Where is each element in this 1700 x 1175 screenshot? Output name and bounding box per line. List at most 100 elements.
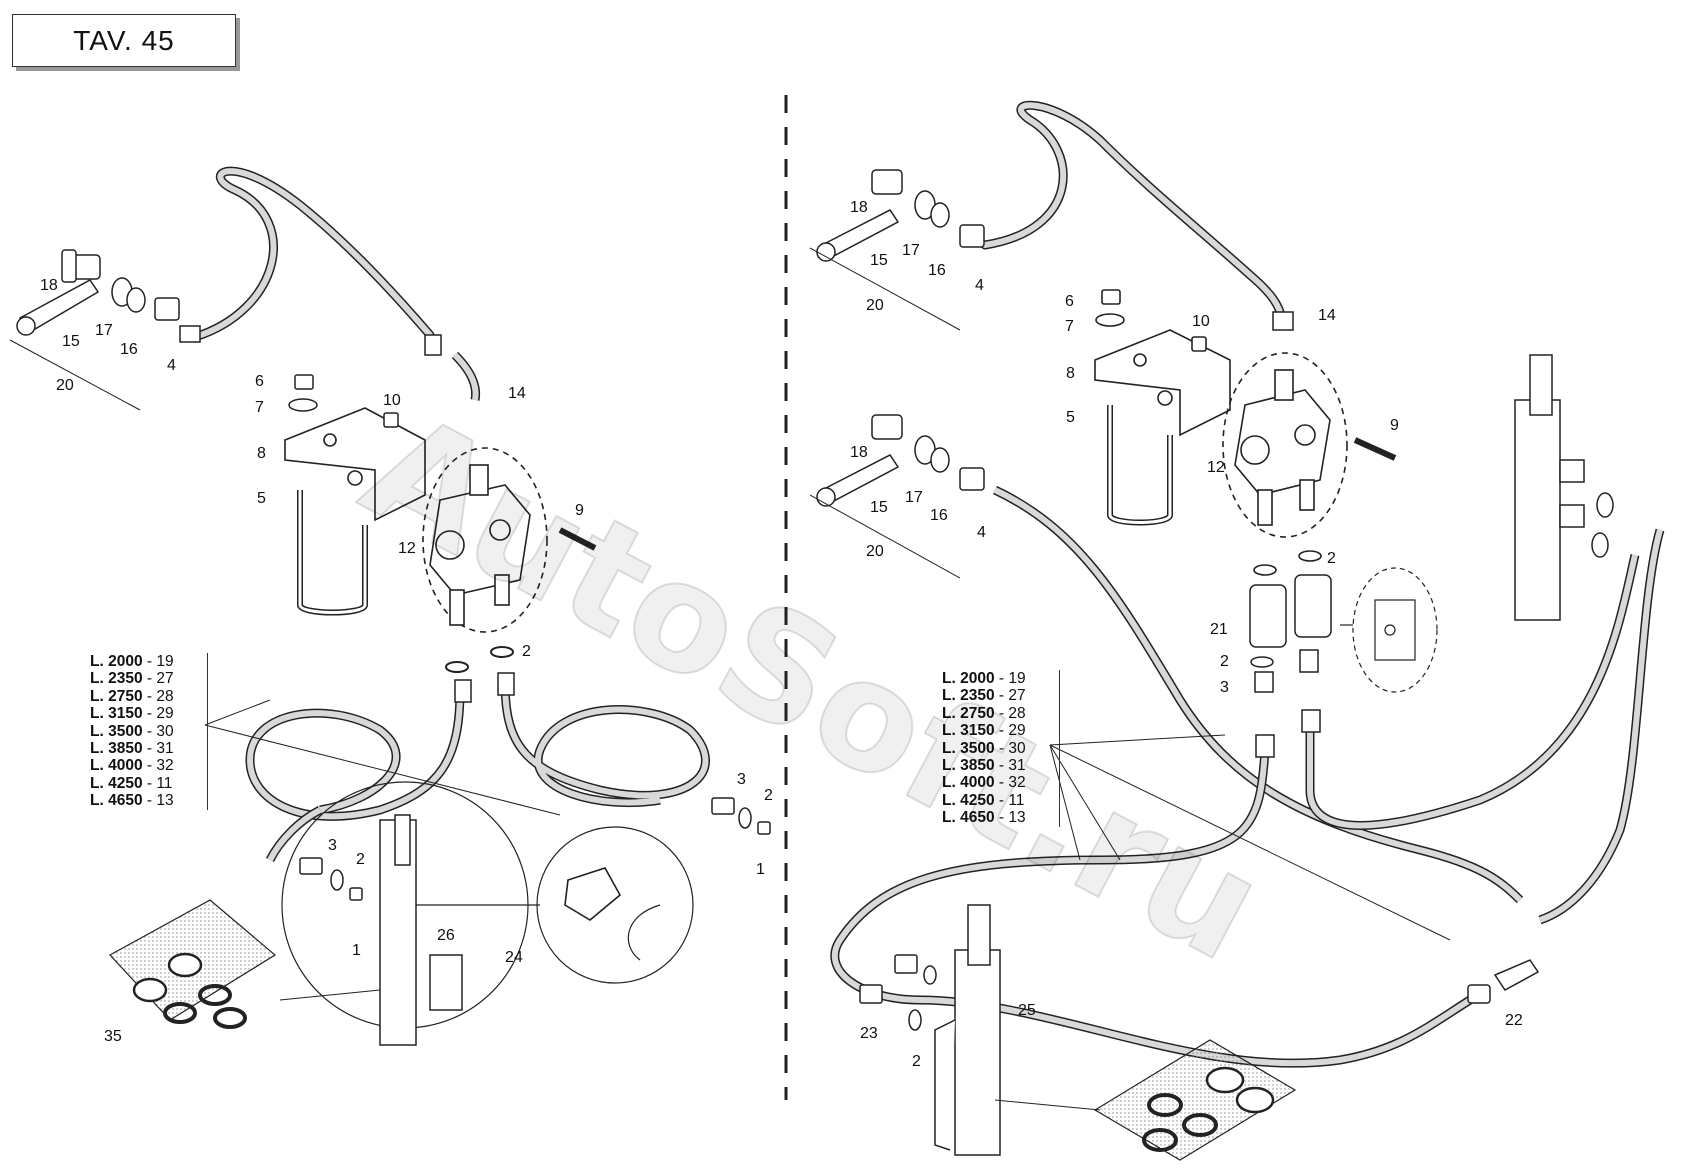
length-code: - 28 <box>142 687 174 705</box>
length-value: L. 2000 <box>90 653 143 670</box>
length-value: L. 2750 <box>942 704 995 722</box>
nut-6-washer-7-left <box>288 374 399 428</box>
length-value: L. 3850 <box>90 740 143 758</box>
fittings-1-2-3-left <box>299 797 771 901</box>
callout-9-right: 9 <box>1390 417 1399 434</box>
callout-15-right-b: 15 <box>870 499 888 516</box>
length-row: L. 4000 - 32 <box>942 774 1026 791</box>
length-code: - 31 <box>142 740 174 758</box>
callout-9-left: 9 <box>575 502 584 519</box>
callout-16-left: 16 <box>120 341 138 358</box>
length-row: L. 4250 - 11 <box>942 792 1026 809</box>
hose-left-top <box>190 166 435 342</box>
callout-8-right: 8 <box>1066 365 1075 382</box>
plate-title: TAV. 45 <box>12 14 236 67</box>
check-valves-21 <box>1249 574 1332 693</box>
length-code: - 28 <box>994 704 1026 722</box>
cap-group-right-mid <box>816 414 985 507</box>
length-code: - 27 <box>142 670 174 688</box>
callout-18-right-b: 18 <box>850 444 868 461</box>
callout-16-right-a: 16 <box>928 262 946 279</box>
length-row: L. 3850 - 31 <box>90 740 174 757</box>
callout-17-left: 17 <box>95 322 113 339</box>
callout-6-right: 6 <box>1065 293 1074 310</box>
callout-15-left: 15 <box>62 333 80 350</box>
callout-14-right: 14 <box>1318 307 1336 324</box>
detail-circles-left <box>281 781 694 1029</box>
callout-25: 25 <box>1018 1002 1036 1019</box>
callout-23: 23 <box>860 1025 878 1042</box>
hydraulic-symbol <box>1340 567 1438 693</box>
length-row: L. 2000 - 19 <box>942 670 1026 687</box>
callout-6-left: 6 <box>255 373 264 390</box>
length-code: - 19 <box>142 653 174 670</box>
length-code: - 32 <box>994 774 1026 792</box>
length-value: L. 2000 <box>942 670 995 687</box>
fitting-23 <box>859 954 937 1031</box>
control-valve-12-left <box>422 447 597 633</box>
length-code: - 13 <box>994 809 1026 827</box>
length-value: L. 2350 <box>90 670 143 688</box>
control-valve-12-right <box>1222 352 1397 576</box>
callout-20-left: 20 <box>56 377 74 394</box>
length-code: - 11 <box>994 791 1025 809</box>
length-code: - 29 <box>142 705 174 723</box>
length-value: L. 2750 <box>90 687 143 705</box>
callout-10-left: 10 <box>383 392 401 409</box>
callout-1-left-a: 1 <box>756 861 765 878</box>
callout-2-left-a: 2 <box>522 643 531 660</box>
leader-lines <box>204 699 1451 1111</box>
length-code: - 11 <box>142 774 173 792</box>
callout-15-right-a: 15 <box>870 252 888 269</box>
cylinder-left <box>379 814 417 1046</box>
callout-18-left: 18 <box>40 277 58 294</box>
callout-4-right-b: 4 <box>977 524 986 541</box>
bracket-8-left <box>284 407 426 522</box>
hoses-right-lower <box>830 528 1665 1068</box>
length-row: L. 4650 - 13 <box>942 809 1026 826</box>
length-code: - 13 <box>142 792 174 810</box>
length-value: L. 3500 <box>90 722 143 740</box>
length-value: L. 3150 <box>942 722 995 740</box>
callout-3-left-a: 3 <box>737 771 746 788</box>
length-value: L. 4650 <box>90 792 143 810</box>
callout-1-left-b: 1 <box>352 942 361 959</box>
bracket-8-right <box>1094 289 1231 437</box>
length-row: L. 3150 - 29 <box>90 705 174 722</box>
coiled-hoses-left <box>245 679 710 863</box>
callout-35: 35 <box>104 1028 122 1045</box>
callout-12-left: 12 <box>398 540 416 557</box>
length-code: - 19 <box>994 670 1026 687</box>
fitting-14-left <box>424 334 442 356</box>
callout-17-right-b: 17 <box>905 489 923 506</box>
callout-2-right-c: 2 <box>912 1053 921 1070</box>
callout-8-left: 8 <box>257 445 266 462</box>
length-value: L. 3150 <box>90 705 143 723</box>
callout-4-right-a: 4 <box>975 277 984 294</box>
callout-2-right-b: 2 <box>1220 653 1229 670</box>
fitting-4-left <box>179 325 201 343</box>
length-row: L. 3500 - 30 <box>942 740 1026 757</box>
u-bolt-5-left <box>297 490 368 616</box>
tee-fitting-22 <box>1467 959 1540 1004</box>
length-row: L. 2750 - 28 <box>90 688 174 705</box>
length-row: L. 3850 - 31 <box>942 757 1026 774</box>
length-value: L. 3850 <box>942 757 995 775</box>
length-row: L. 3150 - 29 <box>942 722 1026 739</box>
callout-21: 21 <box>1210 621 1228 638</box>
seal-kit-bag-right <box>1093 1039 1297 1161</box>
seal-kit-bag-35 <box>109 899 277 1029</box>
callout-10-right: 10 <box>1192 313 1210 330</box>
callout-18-right-a: 18 <box>850 199 868 216</box>
callout-3-left-b: 3 <box>328 837 337 854</box>
callout-17-right-a: 17 <box>902 242 920 259</box>
callout-2-left-b: 2 <box>764 787 773 804</box>
u-bolt-5-right <box>1107 405 1173 526</box>
cap-group-left <box>16 249 180 336</box>
callout-26: 26 <box>437 927 455 944</box>
callout-labels: 18 15 17 16 4 20 6 7 8 5 10 14 9 12 2 3 … <box>40 199 1523 1070</box>
callout-12-right: 12 <box>1207 459 1225 476</box>
length-value: L. 4000 <box>90 757 143 775</box>
